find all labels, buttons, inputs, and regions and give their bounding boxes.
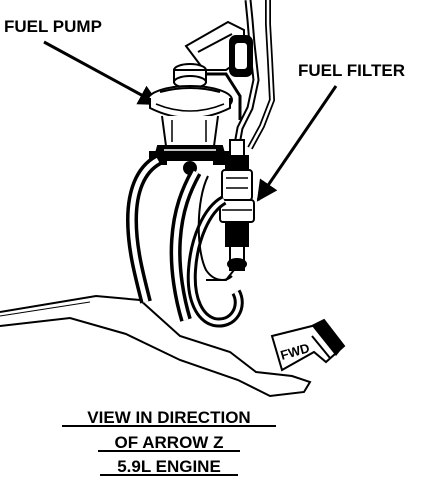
caption: VIEW IN DIRECTION OF ARROW Z 5.9L ENGINE (62, 408, 276, 476)
fuel-filter-label: FUEL FILTER (298, 61, 405, 80)
upper-fuel-line (232, 0, 276, 151)
caption-line-1: VIEW IN DIRECTION (87, 408, 250, 427)
line-bracket (184, 20, 253, 120)
fuel-pump-leader-arrow (43, 40, 160, 106)
engine-block-outline (0, 294, 312, 398)
fuel-pump (147, 63, 233, 175)
fuel-pump-label: FUEL PUMP (4, 17, 102, 36)
fuel-filter (206, 139, 255, 281)
caption-line-3: 5.9L ENGINE (117, 457, 221, 476)
fuel-hoses (125, 154, 244, 328)
fuel-filter-leader-arrow (256, 85, 338, 202)
caption-line-2: OF ARROW Z (115, 433, 224, 452)
fwd-arrow: FWD (270, 318, 346, 372)
